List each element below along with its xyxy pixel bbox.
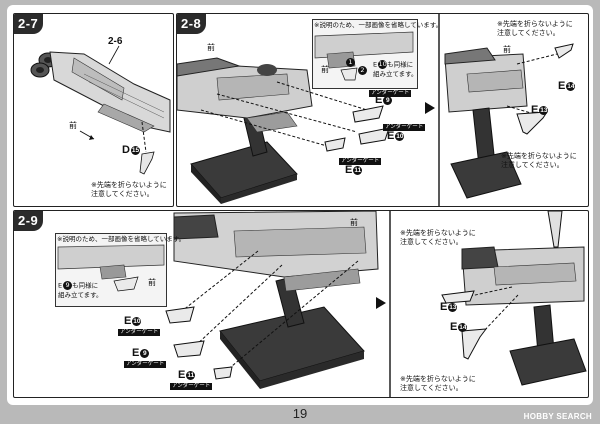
assembly-illustration [177, 14, 574, 206]
under-gate-tag: アンダーゲート [170, 383, 213, 390]
inset-sub-note: E10も同様に 組み立てます。 [373, 60, 418, 78]
front-label: 前 [69, 121, 77, 130]
part-ref-label: 2-6 [108, 36, 123, 47]
front-label-inset: 前 [148, 278, 156, 287]
front-label-inset: 前 [321, 65, 329, 74]
assembly-illustration [165, 211, 587, 397]
under-gate-tag: アンダーゲート [124, 361, 167, 368]
step-number: 2-7 [14, 14, 44, 34]
caution-note-top: ※先端を折らないように 注意してください。 [400, 229, 476, 246]
step-panel-2-9: 2-9 ※説明のため、一部画像を省略しています。 [13, 210, 589, 398]
step-panel-2-8: 2-8 ※説明のため、一部画像を [176, 13, 589, 207]
callout-1: 1 [346, 58, 355, 67]
assembly-illustration [30, 45, 171, 175]
caution-note-bottom: ※先端を折らないように 注意してください。 [400, 375, 476, 392]
front-label: 前 [350, 218, 358, 227]
step-number: 2-8 [177, 14, 207, 34]
front-label: 前 [207, 43, 215, 52]
inset-illustration [57, 244, 165, 292]
under-gate-tag: アンダーゲート [339, 158, 382, 165]
watermark-logo: HOBBY SEARCH [523, 412, 592, 421]
under-gate-tag: アンダーゲート [383, 124, 426, 131]
page-number: 19 [292, 406, 308, 421]
caution-note-top: ※先端を折らないように 注意してください。 [497, 20, 573, 37]
callout-2: 2 [358, 66, 367, 75]
step-number: 2-9 [14, 211, 44, 231]
under-gate-tag: アンダーゲート [118, 329, 161, 336]
front-label: 前 [503, 45, 511, 54]
inset-illustration [314, 31, 414, 81]
under-gate-tag: アンダーゲート [369, 90, 412, 97]
inset-note: ※説明のため、一部画像を省略しています。 [57, 235, 186, 243]
inset-note: ※説明のため、一部画像を省略しています。 [314, 21, 443, 29]
caution-note: ※先端を折らないように 注意してください。 [91, 181, 167, 198]
caution-note-bottom: ※先端を折らないように 注意してください。 [501, 152, 577, 169]
